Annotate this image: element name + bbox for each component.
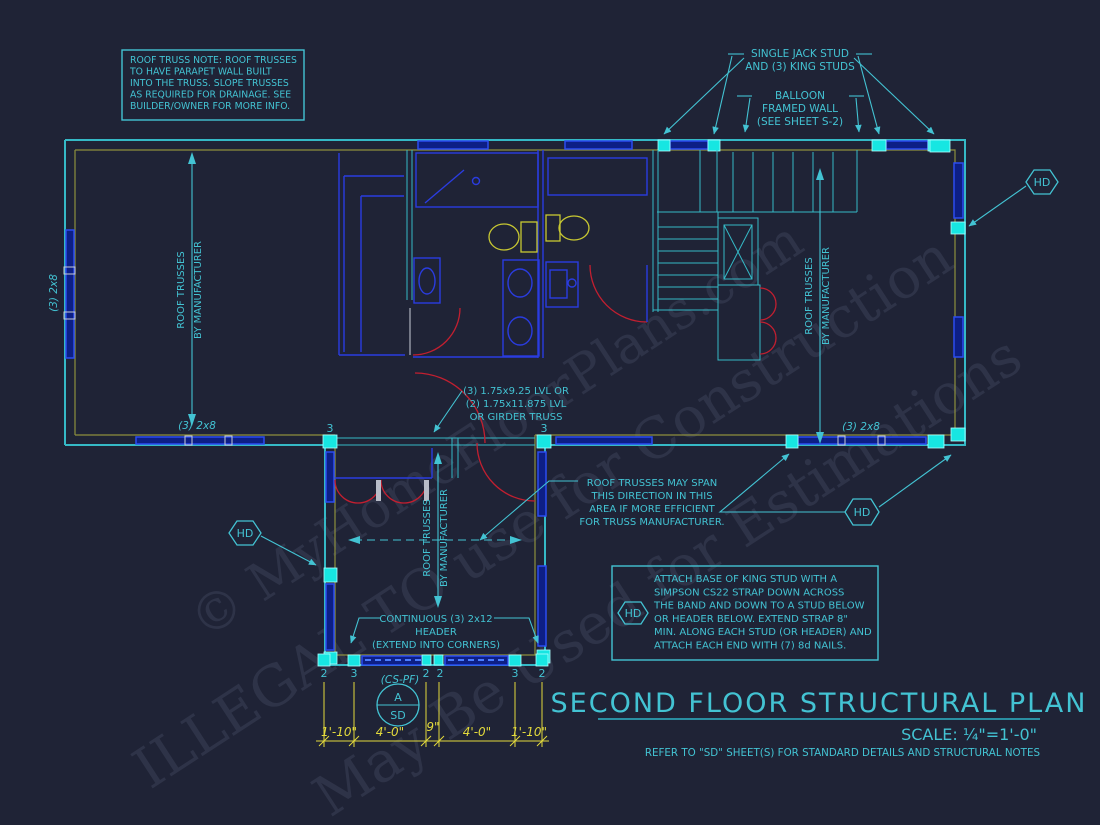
truss-label: ROOF TRUSSES	[804, 257, 815, 334]
hd-hexagon-bottom-right	[844, 498, 880, 526]
title-block: SECOND FLOOR STRUCTURAL PLAN SCALE: ¼"=1…	[551, 688, 1088, 759]
truss-label: ROOF TRUSSES	[422, 499, 433, 576]
bifold-panel	[376, 480, 381, 501]
hd-hexagon-note	[617, 601, 649, 625]
note-line: CONTINUOUS (3) 2x12	[379, 614, 492, 625]
stud-count: 3	[541, 422, 548, 435]
dimension-text: 4'-0"	[376, 725, 404, 739]
interior-walls	[338, 150, 718, 478]
hd-symbols: HD HD HD	[228, 169, 1059, 546]
truss-label: BY MANUFACTURER	[821, 247, 832, 345]
doors	[409, 264, 648, 502]
stud-count: 3	[512, 667, 519, 680]
note-line: THE BAND AND DOWN TO A STUD BELOW	[653, 601, 865, 612]
bifold-panel	[424, 480, 429, 501]
truss-labels: ROOF TRUSSES BY MANUFACTURER ROOF TRUSSE…	[176, 241, 832, 587]
wing-closet	[334, 448, 433, 504]
note-line: (EXTEND INTO CORNERS)	[372, 640, 500, 651]
roof-truss-note-box	[121, 49, 305, 121]
beam-label-bottom-right: (3) 2x8	[842, 421, 880, 433]
stud-count: 2	[423, 667, 430, 680]
balloon-framed-note: BALLOON FRAMED WALL (SEE SHEET S-2)	[757, 90, 843, 128]
dimension-text: 4'-0"	[463, 725, 491, 739]
single-jack-note: SINGLE JACK STUD AND (3) KING STUDS	[745, 48, 855, 73]
stud-count: 2	[321, 667, 328, 680]
note-line: BUILDER/OWNER FOR MORE INFO.	[130, 101, 290, 112]
note-line: SINGLE JACK STUD	[751, 48, 849, 60]
stud-count: 3	[327, 422, 334, 435]
truss-label: BY MANUFACTURER	[193, 241, 204, 339]
stud-count: 2	[539, 667, 546, 680]
hd-label: HD	[1034, 176, 1051, 189]
dimension-text: 9"	[426, 720, 439, 734]
dimension-strings: 1'-10" 4'-0" 9" 4'-0" 1'-10"	[316, 682, 549, 747]
stud-count: 2	[437, 667, 444, 680]
hd-hexagon-top-right	[1025, 169, 1059, 195]
note-line: FRAMED WALL	[762, 103, 838, 115]
note-line: ATTACH BASE OF KING STUD WITH A	[654, 574, 837, 585]
leader-lines	[260, 53, 1027, 644]
hd-label: HD	[854, 506, 871, 519]
left-wall-header	[63, 229, 76, 359]
bathroom-fixtures	[413, 152, 590, 357]
note-line: INTO THE TRUSS. SLOPE TRUSSES	[130, 78, 289, 89]
beam-labels: (3) 2x8 (3) 2x8 (3) 2x8	[48, 274, 880, 433]
hd-hexagon-left	[228, 520, 262, 546]
truss-direction-arrows	[188, 152, 824, 608]
exterior-walls	[64, 139, 966, 666]
note-line: (SEE SHEET S-2)	[757, 116, 843, 128]
note-line: OR GIRDER TRUSS	[470, 412, 563, 423]
reference-note: REFER TO "SD" SHEET(S) FOR STANDARD DETA…	[645, 747, 1040, 759]
page-title: SECOND FLOOR STRUCTURAL PLAN	[551, 688, 1088, 719]
note-line: (2) 1.75x11.875 LVL	[466, 399, 567, 410]
right-wall-headers	[950, 162, 966, 442]
scale-label: SCALE: ¼"=1'-0"	[901, 725, 1037, 744]
top-wall-headers	[417, 139, 951, 153]
note-line: MIN. ALONG EACH STUD (OR HEADER) AND	[654, 627, 872, 638]
note-line: SIMPSON CS22 STRAP DOWN ACROSS	[654, 587, 844, 598]
roof-truss-note: ROOF TRUSS NOTE: ROOF TRUSSES TO HAVE PA…	[121, 49, 305, 121]
lvl-note: (3) 1.75x9.25 LVL OR (2) 1.75x11.875 LVL…	[463, 386, 569, 423]
may-span-note: ROOF TRUSSES MAY SPAN THIS DIRECTION IN …	[579, 478, 724, 528]
note-line: (3) 1.75x9.25 LVL OR	[463, 386, 569, 397]
detail-callout-sheet: SD	[390, 709, 405, 722]
wing-wall-headers	[317, 451, 551, 667]
cs-pf-label: (CS-PF)	[381, 674, 420, 686]
detail-callout: (CS-PF) A SD	[376, 674, 420, 727]
dimension-text: 1'-10"	[511, 725, 547, 739]
stud-counts: 3 3 2 3 2 2 3 2	[321, 422, 548, 680]
hd-label: HD	[237, 527, 254, 540]
stairs-and-shaft	[657, 150, 858, 361]
note-line: ROOF TRUSSES MAY SPAN	[587, 478, 718, 489]
beam-label-bottom-left: (3) 2x8	[178, 420, 216, 432]
dimension-text: 1'-10"	[321, 725, 357, 739]
detail-callout-letter: A	[394, 691, 402, 704]
note-line: THIS DIRECTION IN THIS	[590, 491, 712, 502]
attach-note: HD ATTACH BASE OF KING STUD WITH A SIMPS…	[611, 565, 879, 661]
note-line: TO HAVE PARAPET WALL BUILT	[129, 67, 272, 78]
note-line: AREA IF MORE EFFICIENT	[589, 504, 715, 515]
beam-label-left: (3) 2x8	[48, 274, 60, 312]
note-line: AS REQUIRED FOR DRAINAGE. SEE	[130, 90, 291, 101]
note-line: HEADER	[415, 627, 457, 638]
note-line: BALLOON	[775, 90, 825, 102]
truss-label: ROOF TRUSSES	[176, 251, 187, 328]
note-line: ROOF TRUSS NOTE: ROOF TRUSSES	[130, 55, 297, 66]
hd-label: HD	[625, 607, 642, 620]
truss-label: BY MANUFACTURER	[439, 489, 450, 587]
note-line: OR HEADER BELOW. EXTEND STRAP 8"	[654, 614, 848, 625]
attach-note-box	[611, 565, 879, 661]
stud-count: 3	[351, 667, 358, 680]
bottom-wall-headers	[135, 434, 945, 449]
continuous-header-note: CONTINUOUS (3) 2x12 HEADER (EXTEND INTO …	[372, 614, 500, 651]
note-line: FOR TRUSS MANUFACTURER.	[579, 517, 724, 528]
note-line: AND (3) KING STUDS	[745, 61, 855, 73]
note-line: ATTACH EACH END WITH (7) 8d NAILS.	[654, 641, 846, 652]
